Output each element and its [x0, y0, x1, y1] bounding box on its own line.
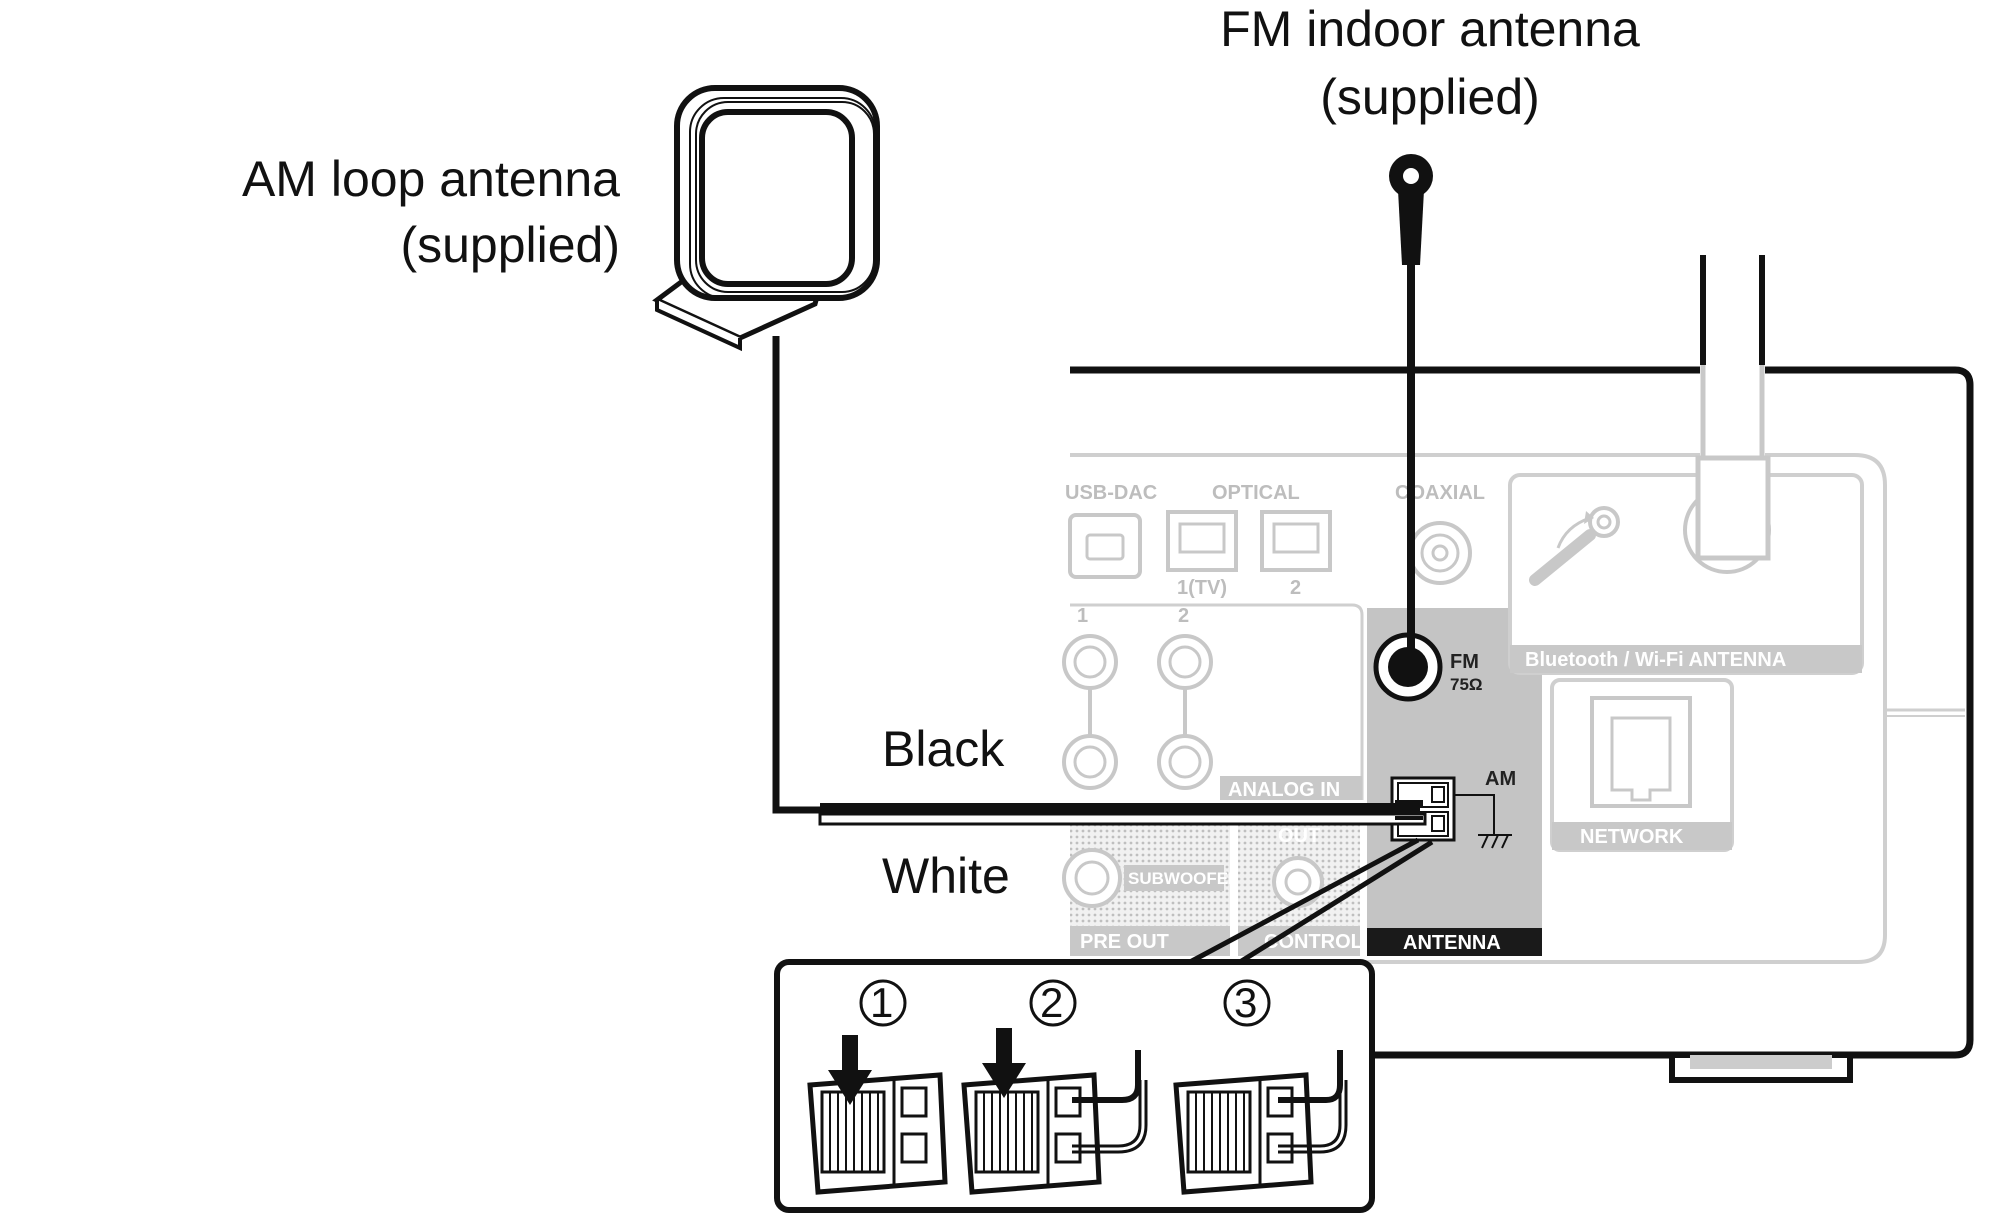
subwoofer-label: SUBWOOFER: [1128, 869, 1240, 888]
black-wire-label: Black: [882, 721, 1005, 777]
network-section: NETWORK: [1550, 678, 1734, 852]
am-antenna-label-line2: (supplied): [400, 217, 620, 273]
usb-dac-port: [1068, 513, 1142, 579]
analog-1-right-jack: [1062, 734, 1118, 790]
step-2-terminal: [961, 1028, 1148, 1195]
step-3-terminal: [1173, 1050, 1348, 1195]
usb-dac-label: USB-DAC: [1065, 482, 1157, 504]
coaxial-label: COAXIAL: [1395, 482, 1485, 504]
am-antenna-label-line1: AM loop antenna: [242, 151, 620, 207]
optical-port-1: [1166, 510, 1238, 572]
fm-label: FM: [1450, 651, 1479, 673]
out-label: OUT: [1278, 825, 1320, 847]
analog-section: 1 2 ANALOG IN SUBWOOFER PRE OUT OUT: [1062, 603, 1364, 956]
down-arrow-icon: [982, 1028, 1026, 1098]
optical-port-2: [1260, 510, 1332, 572]
control-out-jack: [1272, 856, 1324, 908]
analog-in-label: ANALOG IN: [1228, 779, 1340, 801]
am-label: AM: [1485, 768, 1516, 790]
bluetooth-wifi-section: Bluetooth / Wi-Fi ANTENNA: [1508, 473, 1864, 675]
analog-2-right-jack: [1157, 734, 1213, 790]
receiver-body: [1070, 366, 1974, 1083]
subwoofer-jack: [1062, 848, 1122, 908]
main-labels: AM loop antenna (supplied) FM indoor ant…: [242, 1, 1640, 904]
callout-lines: [1188, 837, 1434, 965]
digital-inputs: USB-DAC OPTICAL 1(TV) 2 COAXIAL: [1065, 482, 1485, 599]
step-1-terminal: [807, 1035, 948, 1195]
white-wire: [818, 812, 1427, 826]
analog-in-bar: [1220, 776, 1362, 800]
fm-indoor-antenna: [1389, 154, 1433, 660]
fm-ohm-label: 75Ω: [1450, 675, 1483, 694]
network-label: NETWORK: [1580, 826, 1684, 848]
fm-antenna-label-line1: FM indoor antenna: [1220, 1, 1640, 57]
analog-1-label: 1: [1077, 605, 1088, 627]
analog-2-label: 2: [1178, 605, 1189, 627]
optical-1-label: 1(TV): [1177, 577, 1227, 599]
antenna-label: ANTENNA: [1403, 932, 1501, 954]
antenna-label-bar: [1367, 928, 1542, 956]
am-loop-antenna: [652, 85, 880, 814]
control-label: CONTROL: [1264, 931, 1363, 953]
white-wire-label: White: [882, 848, 1010, 904]
pre-out-label: PRE OUT: [1080, 931, 1169, 953]
network-port: [1590, 696, 1692, 808]
rear-panel: [1070, 453, 1965, 964]
step-1-label: 1: [870, 979, 893, 1026]
step-3-label: 3: [1234, 979, 1257, 1026]
screw-on-icon: [1529, 506, 1620, 586]
steps-inset: 1 2 3: [774, 959, 1375, 1213]
antenna-terminal-block: ANTENNA FM 75Ω AM: [1367, 608, 1542, 956]
optical-label: OPTICAL: [1212, 482, 1300, 504]
analog-2-left-jack: [1157, 634, 1213, 690]
optical-2-label: 2: [1290, 577, 1301, 599]
step-2-label: 2: [1040, 979, 1063, 1026]
wifi-antenna-rod: [1695, 255, 1771, 561]
am-wires: [818, 800, 1427, 826]
bluetooth-wifi-label: Bluetooth / Wi-Fi ANTENNA: [1525, 649, 1786, 671]
fm-antenna-label-line2: (supplied): [1320, 69, 1540, 125]
analog-1-left-jack: [1062, 634, 1118, 690]
coaxial-port: [1408, 521, 1472, 585]
down-arrow-icon: [828, 1035, 872, 1105]
